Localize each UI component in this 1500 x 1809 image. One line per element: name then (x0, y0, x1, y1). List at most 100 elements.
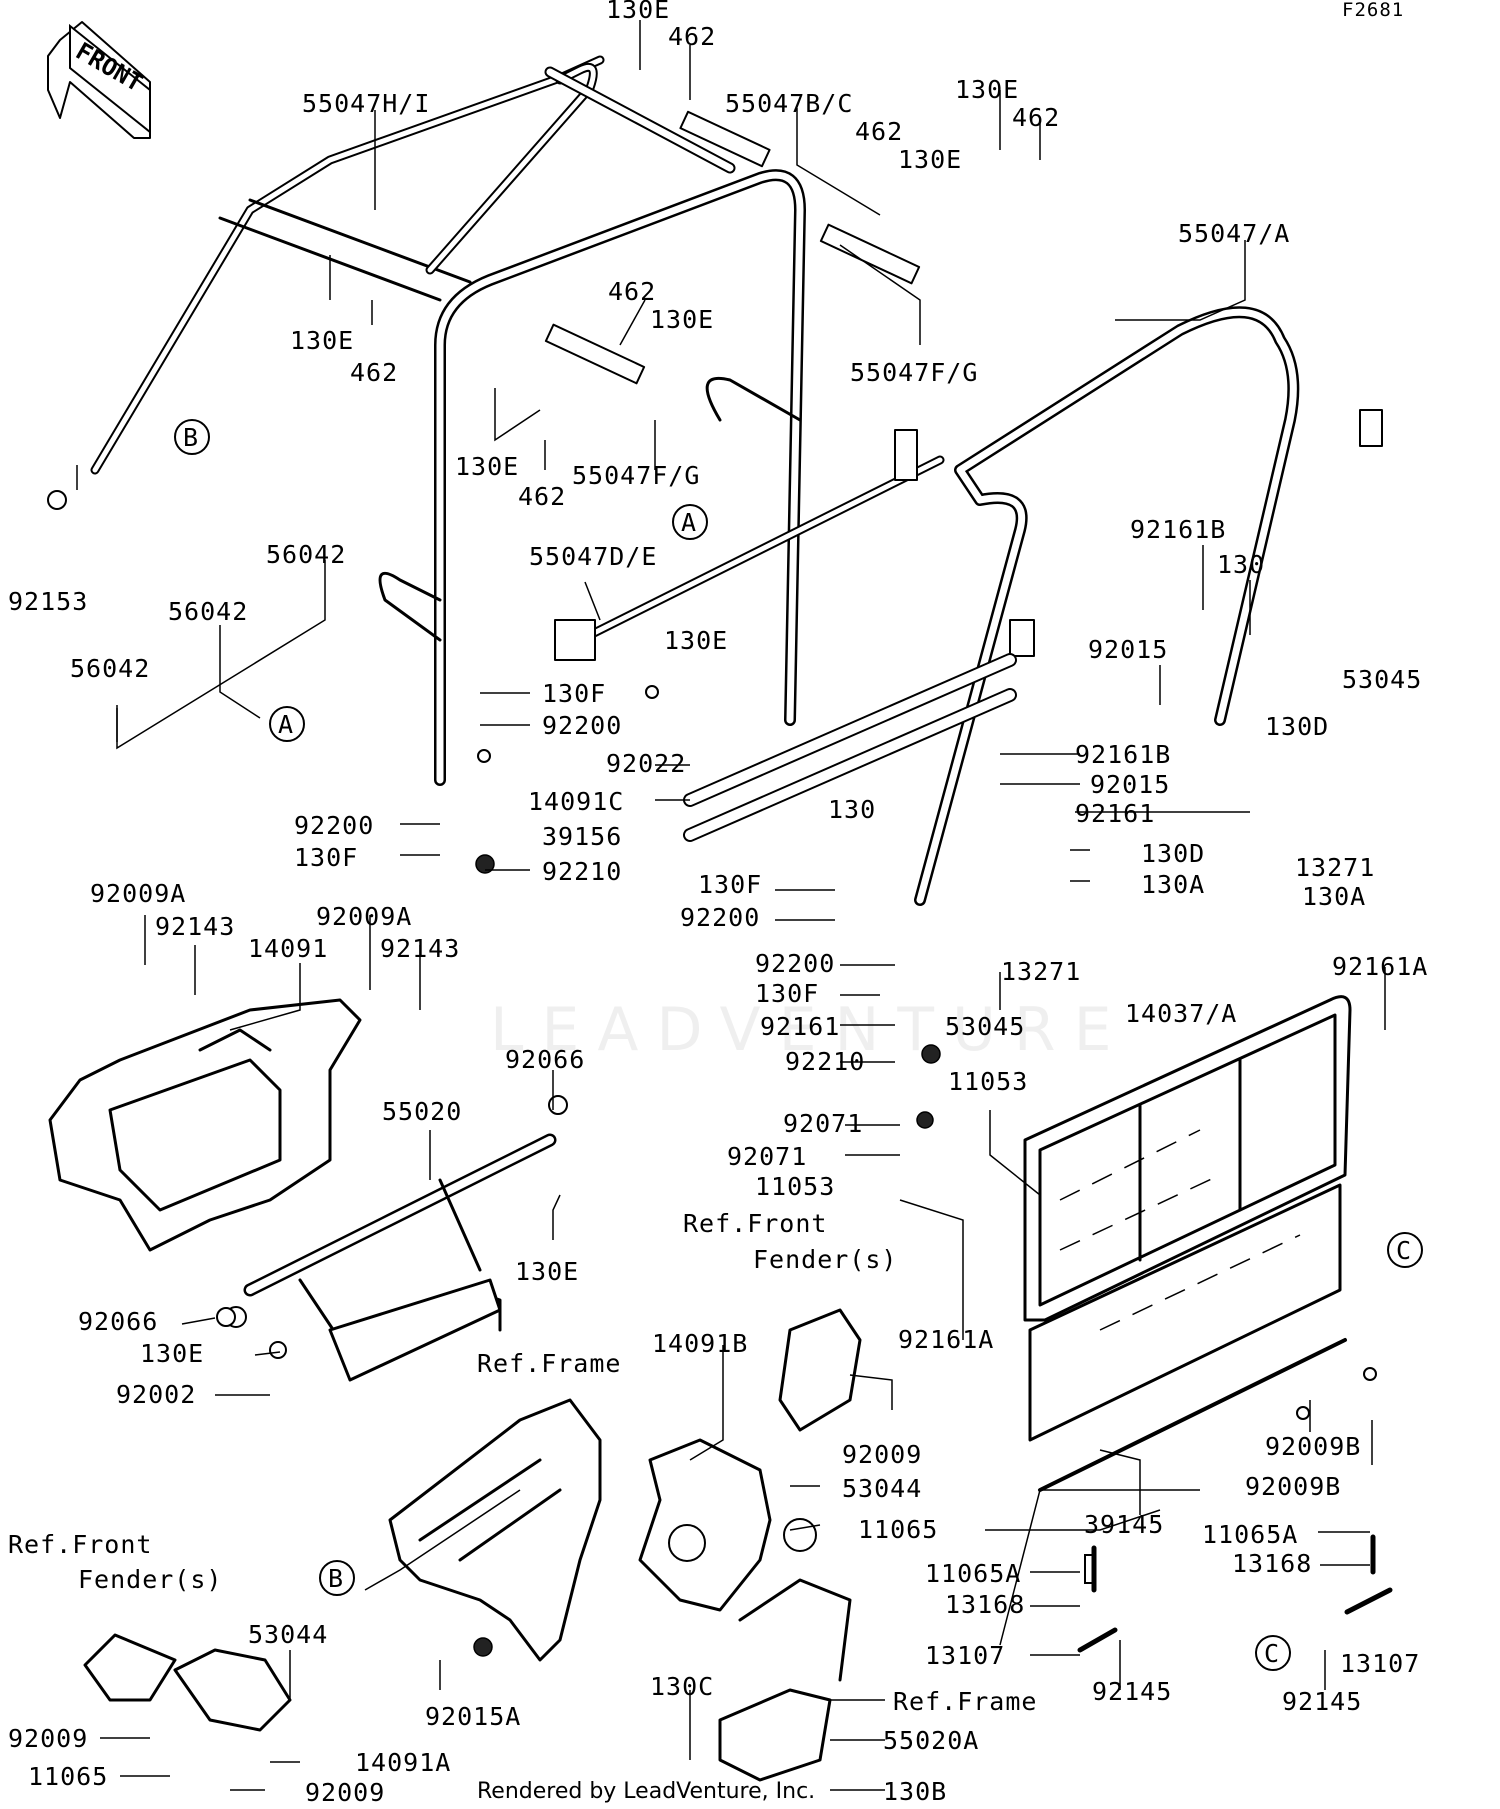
roll-cage-illustration (90, 55, 1383, 906)
svg-text:A: A (681, 508, 697, 537)
part-label: 92002 (116, 1380, 196, 1409)
part-label: 92009A (90, 879, 186, 908)
part-label: 92066 (78, 1307, 158, 1336)
part-label: 130E (664, 626, 728, 655)
part-label: 11053 (948, 1067, 1028, 1096)
callout-marker-a1: A (672, 504, 708, 540)
part-label: 92143 (380, 934, 460, 963)
part-label: Ref.Frame (477, 1349, 621, 1378)
part-label: 130C (650, 1672, 714, 1701)
part-label: 92022 (606, 749, 686, 778)
part-label: 92015 (1088, 635, 1168, 664)
part-label: 92161A (898, 1325, 994, 1354)
part-label: 11065A (925, 1559, 1021, 1588)
part-label: 92145 (1092, 1677, 1172, 1706)
part-label: 462 (668, 22, 716, 51)
part-label: 13107 (925, 1641, 1005, 1670)
part-label: 92200 (294, 811, 374, 840)
part-label: 11053 (755, 1172, 835, 1201)
svg-text:C: C (1264, 1639, 1280, 1668)
svg-text:C: C (1396, 1236, 1412, 1265)
svg-text:A: A (278, 710, 294, 739)
lower-fender-illustration (83, 1633, 292, 1732)
part-label: 462 (350, 358, 398, 387)
part-label: 14091A (355, 1748, 451, 1777)
dashed-reference-lines (1059, 1129, 1301, 1331)
part-label: 130E (898, 145, 962, 174)
part-label: 130A (1302, 882, 1366, 911)
part-label: 92153 (8, 587, 88, 616)
part-label: 92009 (842, 1440, 922, 1469)
part-label: 92015 (1090, 770, 1170, 799)
part-label: 92210 (785, 1047, 865, 1076)
part-label: 55047/A (1178, 219, 1290, 248)
part-label: 130D (1265, 712, 1329, 741)
part-label: 92009B (1245, 1472, 1341, 1501)
callout-marker-c2: C (1255, 1635, 1291, 1671)
front-arrow-icon: FRONT (47, 21, 151, 139)
part-label: 39145 (1084, 1510, 1164, 1539)
part-label: Ref.Frame (893, 1687, 1037, 1716)
part-label: 55047B/C (725, 89, 853, 118)
part-label: 92066 (505, 1045, 585, 1074)
part-label: 92161B (1075, 740, 1171, 769)
part-label: 130B (883, 1777, 947, 1806)
part-label: 53044 (248, 1620, 328, 1649)
hardware-set (47, 490, 1393, 1657)
part-label: 55020A (883, 1726, 979, 1755)
part-label: 130 (828, 795, 876, 824)
part-label: Fender(s) (753, 1245, 897, 1274)
part-label: 14091C (528, 787, 624, 816)
part-label: 11065 (28, 1762, 108, 1791)
part-label: Ref.Front (8, 1530, 152, 1559)
part-label: 13168 (945, 1590, 1025, 1619)
skid-plate-illustration (718, 1578, 852, 1782)
leader-lines (76, 20, 1386, 1791)
diagram-id: F2681 (1342, 0, 1404, 21)
side-panel-illustration (638, 1308, 862, 1612)
part-label: 130F (698, 870, 762, 899)
part-label: 13271 (1001, 957, 1081, 986)
part-label: 130E (140, 1339, 204, 1368)
part-label: 55047H/I (302, 89, 430, 118)
part-label: 92161A (1332, 952, 1428, 981)
part-label: 92071 (727, 1142, 807, 1171)
front-bumper-illustration (225, 1133, 557, 1382)
part-label: 130F (755, 979, 819, 1008)
part-label: 39156 (542, 822, 622, 851)
part-label: 56042 (70, 654, 150, 683)
part-label: 56042 (266, 540, 346, 569)
part-label: 130F (294, 843, 358, 872)
part-label: 11065 (858, 1515, 938, 1544)
frame-illustration (388, 1398, 602, 1662)
part-label: 462 (1012, 103, 1060, 132)
svg-text:B: B (183, 423, 199, 452)
part-label: 56042 (168, 597, 248, 626)
part-label: 14037/A (1125, 999, 1237, 1028)
part-label: 130E (955, 75, 1019, 104)
part-label: 130 (1217, 550, 1265, 579)
part-label: 14091B (652, 1329, 748, 1358)
part-label: 92071 (783, 1109, 863, 1138)
part-label: 92009A (316, 902, 412, 931)
part-label: 92200 (755, 949, 835, 978)
part-label: 92145 (1282, 1687, 1362, 1716)
part-label: 130E (515, 1257, 579, 1286)
part-label: 92009 (8, 1724, 88, 1753)
part-label: Ref.Front (683, 1209, 827, 1238)
part-label: 92161B (1130, 515, 1226, 544)
callout-marker-c1: C (1387, 1232, 1423, 1268)
part-label: 92200 (542, 711, 622, 740)
credit-text: Rendered by LeadVenture, Inc. (477, 1779, 815, 1804)
part-label: 92161 (760, 1012, 840, 1041)
watermark-text: LEADVENTURE (490, 995, 1130, 1065)
part-label: 13271 (1295, 853, 1375, 882)
part-label: 55047D/E (529, 542, 657, 571)
part-label: 53044 (842, 1474, 922, 1503)
part-label: 462 (855, 117, 903, 146)
part-label: 53045 (1342, 665, 1422, 694)
svg-text:B: B (328, 1564, 344, 1593)
part-label: 130E (606, 0, 670, 24)
part-label: 14091 (248, 934, 328, 963)
